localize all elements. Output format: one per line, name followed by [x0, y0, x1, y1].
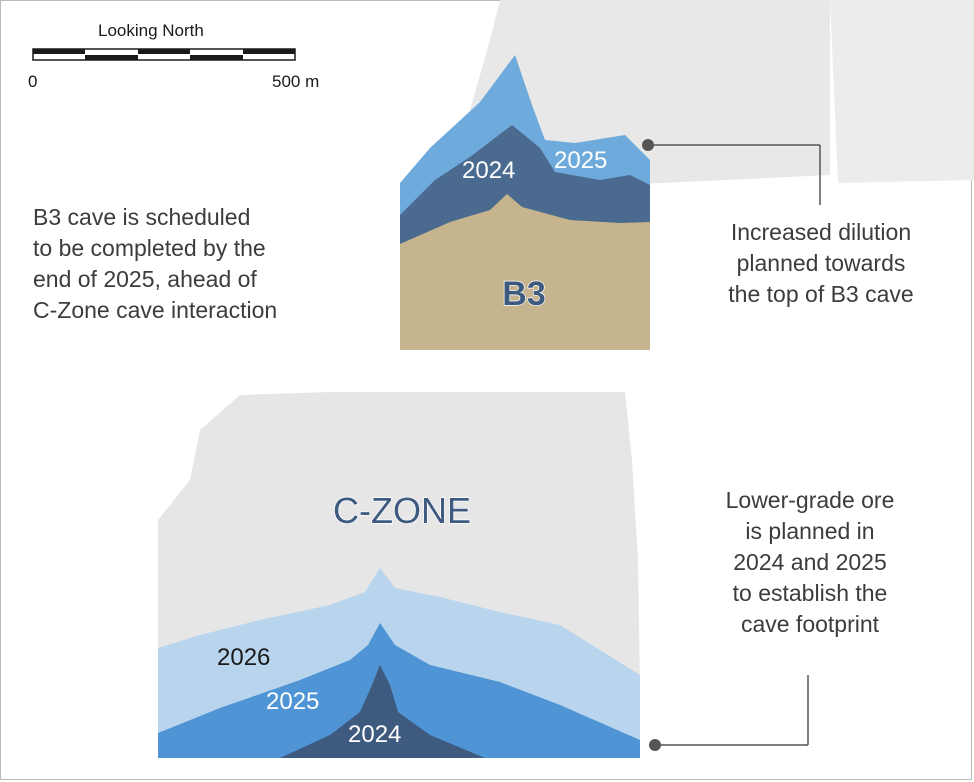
annotation-line: cave footprint [740, 611, 880, 637]
czone-2025-zone [158, 623, 640, 758]
czone-year-2026: 2026 [217, 644, 270, 671]
annotation-line: is planned in [745, 518, 875, 544]
czone-year-2025: 2025 [266, 688, 319, 715]
annotation-line: planned towards [736, 250, 906, 276]
annotation-b3-dilution: Increased dilution planned towards the t… [690, 217, 952, 310]
background-rock [158, 0, 974, 688]
czone-year-2024: 2024 [348, 721, 401, 748]
annotation-line: to be completed by the [33, 235, 266, 261]
scale-bar-start-label: 0 [28, 72, 38, 91]
scale-bar-title: Looking North [98, 21, 204, 40]
czone-label: C-ZONE [333, 490, 471, 531]
scale-bar [32, 48, 296, 61]
annotation-line: Lower-grade ore [725, 487, 895, 513]
b3-callout-dot [642, 139, 654, 151]
annotation-line: to establish the [732, 580, 888, 606]
annotation-czone-grade: Lower-grade ore is planned in 2024 and 2… [680, 485, 940, 640]
annotation-line: C-Zone cave interaction [33, 297, 278, 323]
b3-year-2025: 2025 [554, 147, 607, 174]
rock-mass-right [830, 0, 974, 183]
czone-cave: C-ZONE 2026 2025 2024 [158, 489, 640, 758]
b3-2024-zone [400, 125, 650, 246]
annotation-b3-schedule: B3 cave is scheduled to be completed by … [33, 202, 353, 326]
annotation-line: the top of B3 cave [728, 281, 914, 307]
czone-callout-dot [649, 739, 661, 751]
scale-bar-end-label: 500 m [272, 72, 320, 91]
leader-lines [642, 139, 821, 751]
b3-cave: 2024 2025 B3 [400, 55, 650, 350]
b3-remaining-zone [400, 194, 650, 350]
annotation-line: B3 cave is scheduled [33, 204, 251, 230]
b3-label: B3 [502, 275, 545, 313]
b3-year-2024: 2024 [462, 157, 515, 184]
annotation-line: end of 2025, ahead of [33, 266, 257, 292]
annotation-line: 2024 and 2025 [733, 549, 887, 575]
rock-mass-upper [470, 0, 830, 185]
annotation-line: Increased dilution [730, 219, 912, 245]
czone-2024-zone [280, 665, 485, 758]
czone-rock-mass [158, 392, 640, 688]
